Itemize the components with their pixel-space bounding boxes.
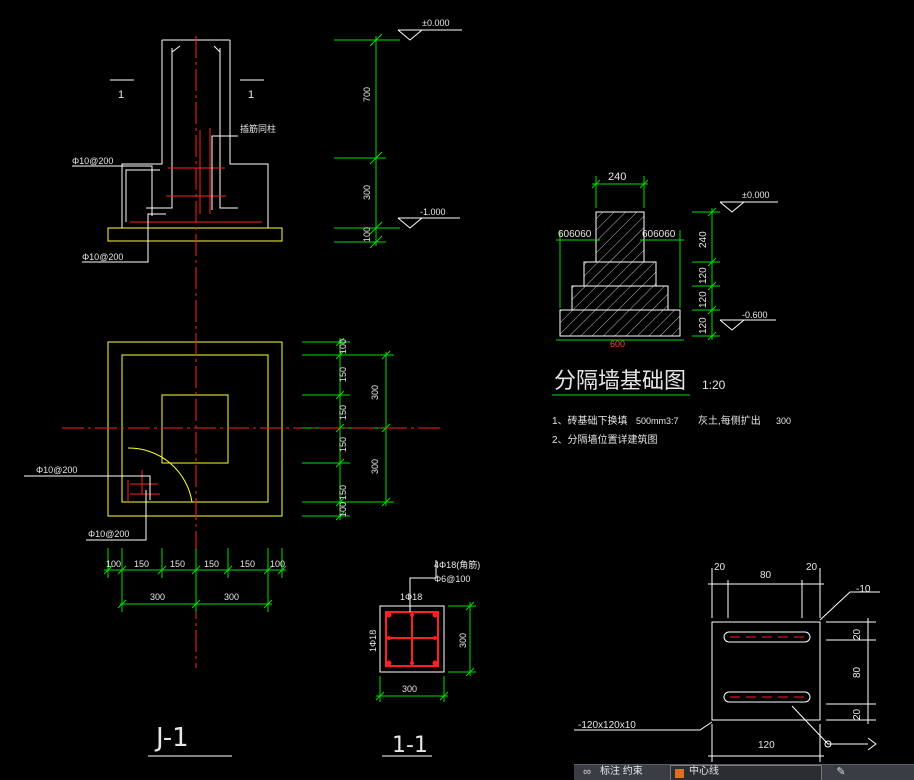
sec11-title: 1-1: [392, 733, 428, 758]
plate-dim-top3: 20: [806, 562, 818, 573]
label-side-bar: 1Φ18: [368, 630, 378, 652]
plan-dim-h-total1: 300: [150, 592, 165, 602]
j1-title: J-1: [148, 723, 232, 757]
plate-dim-right2: 80: [852, 666, 863, 678]
plan-dim-v-total1: 300: [370, 385, 380, 400]
note2: 2、分隔墙位置详建筑图: [552, 433, 658, 446]
plan-label-rebar1: Φ10@200: [36, 465, 77, 475]
plan-dim-v1: 100: [338, 339, 348, 354]
part-dim-top: 240: [608, 171, 626, 183]
section-mark-right: 1: [248, 89, 254, 101]
plate-label-thick: -10: [856, 584, 871, 595]
layer-name: 中心线: [689, 766, 719, 777]
plan-label-rebar2: Φ10@200: [88, 529, 129, 539]
pencil-icon[interactable]: ✎: [836, 766, 846, 778]
label-top-bar: 1Φ18: [400, 592, 422, 602]
partition-title: 分隔墙基础图: [554, 369, 686, 394]
note1-a: 1、砖基础下换填: [552, 414, 628, 427]
dim-700: 700: [362, 87, 372, 102]
sec11-dim-h: 300: [458, 633, 468, 648]
part-elev-top: ±0.000: [742, 190, 769, 200]
part-dim-v4: 120: [698, 317, 709, 334]
plate-dim-right1: 20: [852, 628, 863, 640]
plan-dim-h5: 150: [240, 559, 255, 569]
layer-color-swatch: [675, 769, 684, 778]
plan-dim-v6: 100: [338, 502, 348, 517]
plate-dim-top2: 80: [760, 570, 772, 581]
plan-dim-h1: 100: [106, 559, 121, 569]
plan-dim-h3: 150: [170, 559, 185, 569]
plate-dim-bottom: 120: [758, 740, 775, 751]
footing-section: 1 1 Φ10@200 Φ10@200 插筋同柱: [72, 36, 283, 300]
steel-plate-detail: 20 80 20 20 80 20 120 -10 -120x120x10: [574, 562, 880, 762]
part-dim-bottom: 600: [610, 339, 625, 349]
plan-dim-h6: 100: [270, 559, 285, 569]
label-stirrup: Φ6@100: [434, 574, 470, 584]
part-dim-left: 606060: [558, 229, 592, 240]
dim-100: 100: [362, 227, 372, 242]
footing-outline: [107, 39, 283, 242]
plan-dim-h4: 150: [204, 559, 219, 569]
elev-bottom: -1.000: [420, 207, 446, 217]
label-bottom-rebar: Φ10@200: [82, 252, 123, 262]
plan-dim-v2: 150: [338, 367, 348, 382]
partition-foundation: 240 606060 606060 600 ±0.000 -0.600 240 …: [552, 171, 791, 446]
part-dim-v3: 120: [698, 291, 709, 308]
plan-dim-v4: 150: [338, 437, 348, 452]
note1-b: 500mm3:7: [636, 416, 679, 426]
plan-dim-v3: 150: [338, 405, 348, 420]
section-mark-left: 1: [118, 89, 124, 101]
footing-rebar: [125, 45, 262, 223]
note1-d: 300: [776, 416, 791, 426]
status-bar: ∞ 标注 约束 中心线 ✎: [574, 764, 914, 780]
plate-label-angle: -120x120x10: [578, 720, 636, 731]
part-elev-bottom: -0.600: [742, 310, 768, 320]
label-column-rebar: 插筋同柱: [240, 123, 276, 134]
section-1-1: 4Φ18(角筋) Φ6@100 1Φ18 1Φ18 300 300 1-1: [368, 559, 480, 758]
plan-dims-horizontal: 100 150 150 150 150 100 300 300: [103, 548, 287, 612]
plate-dim-right3: 20: [852, 708, 863, 720]
plate-dim-top1: 20: [714, 562, 726, 573]
part-dim-v1: 240: [698, 231, 709, 248]
part-dim-v2: 120: [698, 267, 709, 284]
plan-dims-vertical: 100 150 150 150 150 100 300 300: [302, 337, 440, 521]
note1-c: 灰土,每侧扩出: [698, 414, 761, 427]
sec11-dim-w: 300: [402, 684, 417, 694]
footing-leaders: [72, 135, 238, 263]
plan-dim-h2: 150: [134, 559, 149, 569]
plan-dim-v-total2: 300: [370, 459, 380, 474]
plan-dim-h-total2: 300: [224, 592, 239, 602]
elev-top: ±0.000: [422, 18, 449, 28]
annotation-icon[interactable]: ∞: [583, 766, 591, 778]
footing-elevation-dims: ±0.000 -1.000 700 300 100: [334, 18, 462, 249]
partition-scale: 1:20: [702, 378, 726, 392]
footing-title: J-1: [154, 723, 189, 753]
label-top-rebar: Φ10@200: [72, 156, 113, 166]
footing-plan: Φ10@200 Φ10@200: [24, 300, 310, 668]
part-dim-right: 606060: [642, 229, 676, 240]
plan-dim-v5: 150: [338, 485, 348, 500]
status-text-1[interactable]: 标注 约束: [600, 766, 643, 777]
layer-dropdown[interactable]: 中心线: [670, 765, 822, 780]
label-main-bars: 4Φ18(角筋): [434, 559, 480, 570]
dim-300: 300: [362, 185, 372, 200]
